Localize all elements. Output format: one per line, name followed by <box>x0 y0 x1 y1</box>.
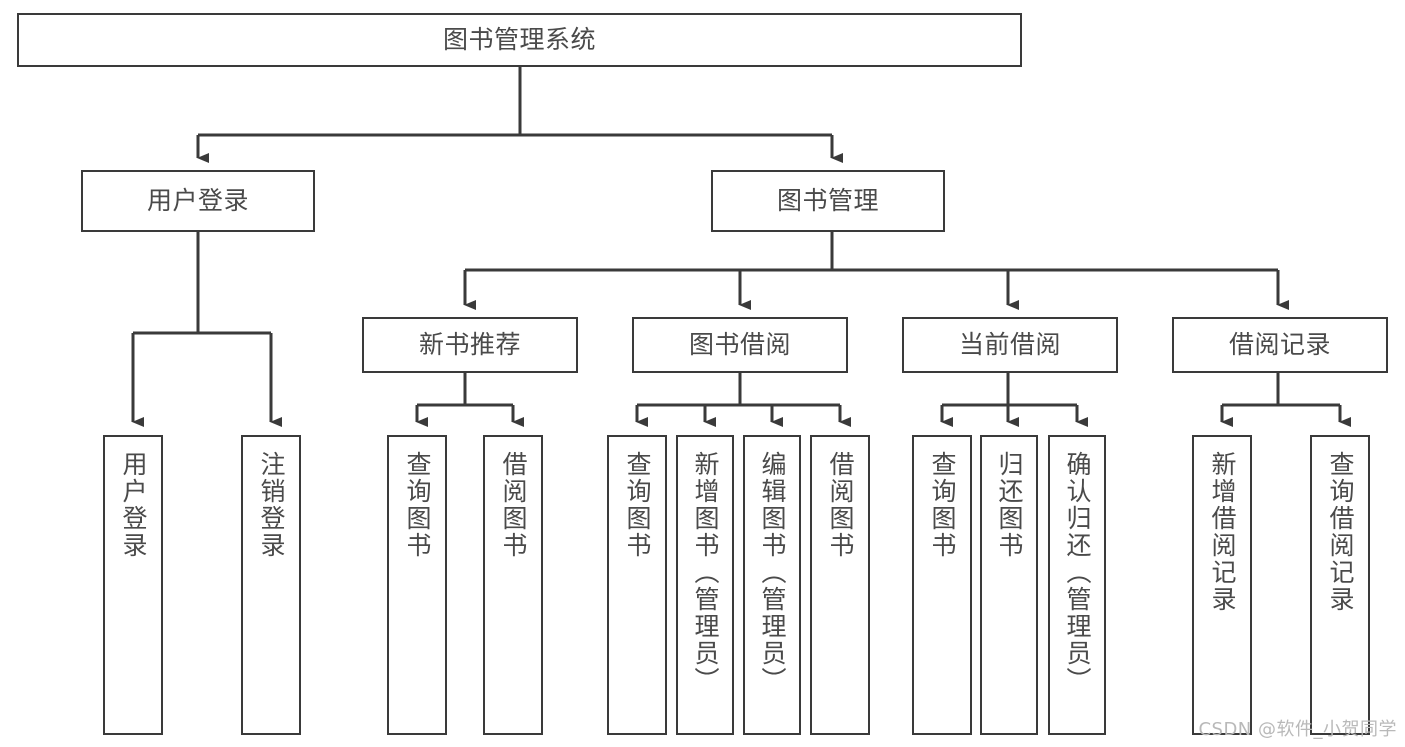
node-label: 确认归还（管理员） <box>1063 451 1092 694</box>
leaf-new-book-query-book[interactable]: 查询图书 <box>387 435 447 735</box>
node-label: 新增借阅记录 <box>1208 451 1237 613</box>
node-label: 查询借阅记录 <box>1326 451 1355 613</box>
node-book-management[interactable]: 图书管理 <box>711 170 945 232</box>
node-label: 查询图书 <box>928 451 957 559</box>
node-new-book-recommend[interactable]: 新书推荐 <box>362 317 578 373</box>
leaf-new-book-borrow-book[interactable]: 借阅图书 <box>483 435 543 735</box>
leaf-book-borrow-edit-book-admin[interactable]: 编辑图书（管理员） <box>743 435 801 735</box>
csdn-watermark: CSDN @软件_小贺同学 <box>1198 719 1397 740</box>
node-book-borrow[interactable]: 图书借阅 <box>632 317 848 373</box>
node-label: 注销登录 <box>257 451 286 559</box>
node-label: 编辑图书（管理员） <box>758 451 787 694</box>
leaf-current-borrow-confirm-return-admin[interactable]: 确认归还（管理员） <box>1048 435 1106 735</box>
leaf-user-login-login[interactable]: 用户登录 <box>103 435 163 735</box>
node-label: 图书借阅 <box>688 329 791 359</box>
leaf-current-borrow-return-book[interactable]: 归还图书 <box>980 435 1038 735</box>
leaf-borrow-record-add-record[interactable]: 新增借阅记录 <box>1192 435 1252 735</box>
node-label: 查询图书 <box>623 451 652 559</box>
node-label: 图书管理系统 <box>442 24 596 54</box>
node-label: 当前借阅 <box>958 329 1061 359</box>
node-label: 归还图书 <box>995 451 1024 559</box>
leaf-book-borrow-borrow-book[interactable]: 借阅图书 <box>810 435 870 735</box>
node-label: 用户登录 <box>146 185 249 215</box>
node-label: 图书管理 <box>776 185 879 215</box>
node-root-book-management-system[interactable]: 图书管理系统 <box>17 13 1022 67</box>
leaf-book-borrow-add-book-admin[interactable]: 新增图书（管理员） <box>676 435 734 735</box>
node-label: 借阅图书 <box>499 451 528 559</box>
leaf-book-borrow-query-book[interactable]: 查询图书 <box>607 435 667 735</box>
leaf-borrow-record-query-record[interactable]: 查询借阅记录 <box>1310 435 1370 735</box>
node-label: 借阅图书 <box>826 451 855 559</box>
node-label: 用户登录 <box>119 451 148 559</box>
node-current-borrow[interactable]: 当前借阅 <box>902 317 1118 373</box>
node-label: 借阅记录 <box>1228 329 1331 359</box>
node-label: 查询图书 <box>403 451 432 559</box>
leaf-user-login-logout[interactable]: 注销登录 <box>241 435 301 735</box>
node-user-login[interactable]: 用户登录 <box>81 170 315 232</box>
node-borrow-record[interactable]: 借阅记录 <box>1172 317 1388 373</box>
node-label: 新增图书（管理员） <box>691 451 720 694</box>
node-label: 新书推荐 <box>418 329 521 359</box>
leaf-current-borrow-query-book[interactable]: 查询图书 <box>912 435 972 735</box>
